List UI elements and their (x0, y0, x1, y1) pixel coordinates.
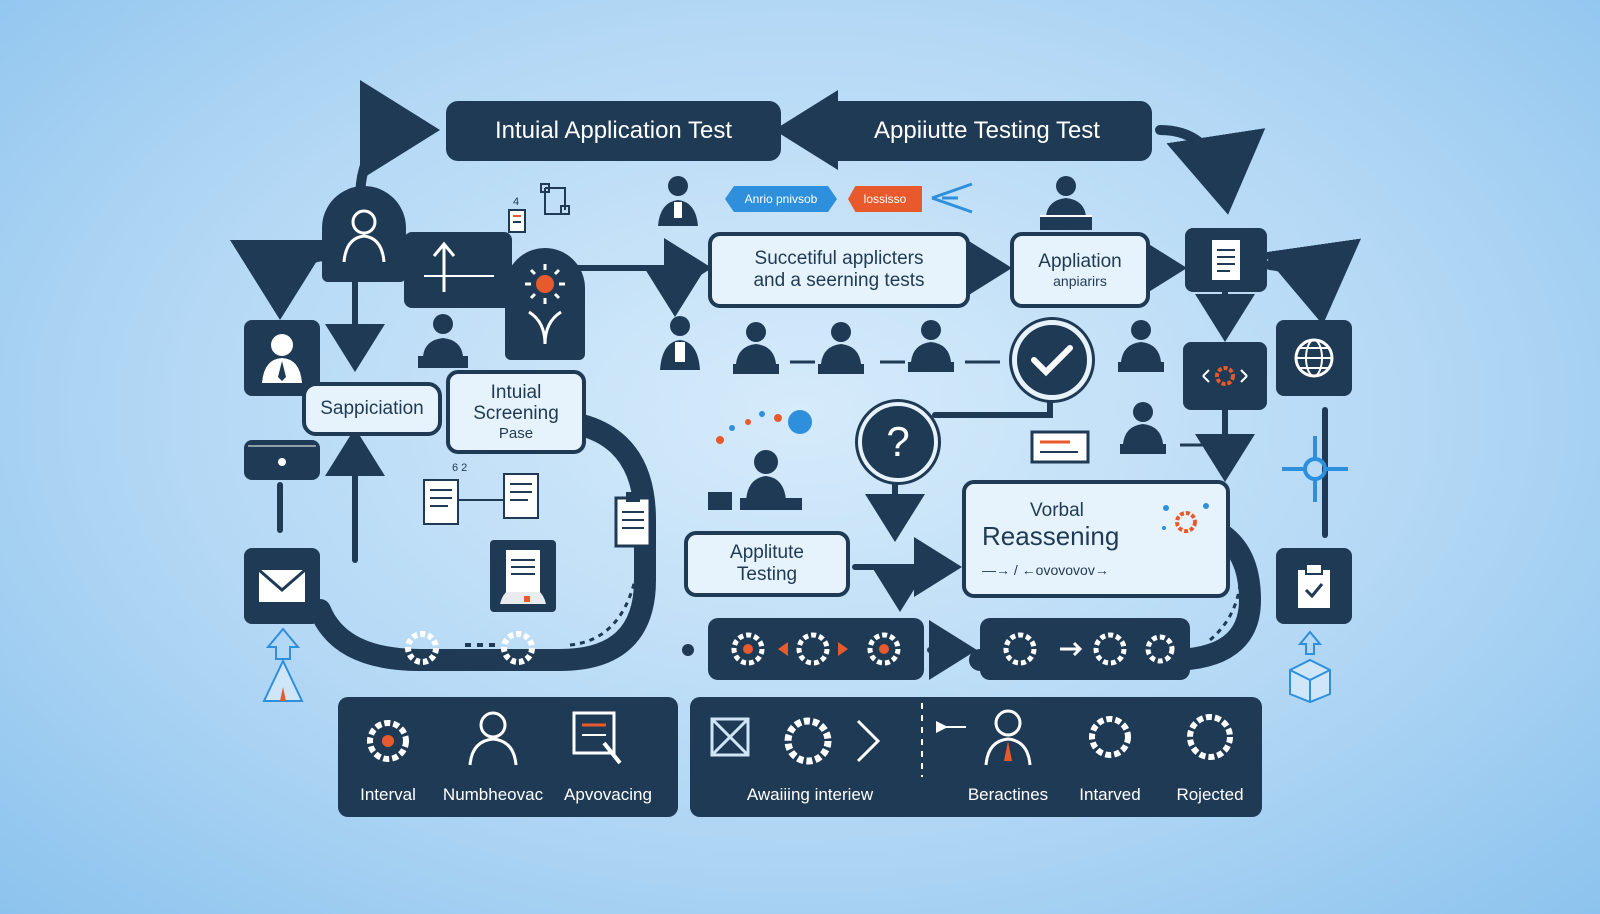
check-icon (1031, 345, 1073, 377)
bottom-right-panel: Awaiiing interiew Beractines Intarved Ro… (690, 697, 1262, 817)
person-icon (342, 209, 386, 263)
aptitude-line-2: Testing (736, 564, 798, 585)
application-line-1: Appliation (1038, 251, 1122, 273)
envelope-tile (244, 548, 320, 624)
person-icon (1118, 320, 1164, 372)
bottom-right-label-4: Rojected (1176, 785, 1244, 804)
gear-chain-right-panel (980, 618, 1190, 680)
application-box: Appliation anpiarirs (1010, 232, 1150, 308)
small-toggle-tile (244, 440, 320, 480)
person-icon (908, 320, 954, 372)
bottom-left-panel: Interval Numbheovac Apvovacing (338, 697, 678, 817)
bottom-left-label-1: Interval (360, 785, 416, 804)
document-tile (1185, 228, 1267, 292)
small-number-b: 6 2 (452, 462, 468, 474)
clipboard-icon (614, 492, 652, 548)
blue-tag-text: Anrio pnivsob (744, 192, 818, 206)
network-icon (1282, 436, 1348, 502)
aptitude-testing-box: Applitute Testing (684, 531, 850, 597)
screening-line-1: Intuial (490, 381, 542, 403)
person-icon (262, 334, 302, 383)
person-at-desk-icon (708, 410, 812, 510)
gear-icon (1162, 503, 1209, 533)
initial-screening-box: Intuial Screening Pase (446, 370, 586, 454)
dot-icon (248, 445, 316, 466)
person-arch (322, 186, 406, 282)
note-icon (1030, 430, 1090, 464)
send-arrow-icon (931, 182, 973, 214)
envelope-icon (258, 568, 306, 602)
person-icon (1040, 176, 1092, 230)
small-number-a: 4 (513, 196, 520, 208)
box-icon (1289, 630, 1331, 704)
aptitude-testing-test-box: Appiiutte Testing Test (822, 101, 1152, 161)
document-icon (1212, 240, 1240, 280)
bullet-dot (682, 644, 694, 656)
successful-applicants-box: Succetiful applicters and a seerning tes… (708, 232, 970, 308)
clipboard-tile (1276, 548, 1352, 624)
aptitude-testing-test-label: Appiiutte Testing Test (874, 117, 1100, 145)
upload-arrow-icon (424, 241, 494, 292)
verbal-line-1: Vorbal (1030, 500, 1084, 522)
screening-line-2: Screening (473, 403, 559, 425)
person-icon (733, 322, 779, 374)
gear-chain-icon (731, 632, 901, 666)
person-icon (818, 322, 864, 374)
person-icon (418, 314, 468, 368)
successful-line-1: Succetiful applicters (754, 248, 924, 270)
document-icon (423, 473, 539, 525)
orange-tag-text: lossisso (863, 192, 907, 206)
blue-tag: Anrio pnivsob (725, 186, 837, 212)
screening-line-3: Pase (498, 425, 534, 443)
reader-panel (490, 540, 556, 612)
verbal-sub: —→ / ←ovovovov→ (982, 561, 1109, 578)
sun-gear-icon (525, 264, 565, 345)
initial-application-test-label: Intuial Application Test (494, 117, 733, 145)
question-icon: ? (886, 418, 910, 465)
orange-tag: lossisso (848, 186, 922, 212)
check-circle (1012, 320, 1092, 400)
gear-chain-right-icon (1003, 632, 1175, 666)
verbal-reasoning-box: Vorbal Reassening —→ / ←ovovovov→ (962, 480, 1230, 598)
initial-application-test-box: Intuial Application Test (446, 101, 781, 161)
bottom-right-label-3: Intarved (1079, 785, 1141, 804)
bottom-right-label-2: Beractines (967, 785, 1049, 804)
globe-tile (1276, 320, 1352, 396)
document-reader-icon (500, 550, 546, 604)
gear-tile (1183, 342, 1267, 410)
upload-panel (404, 232, 512, 308)
bottom-left-icons (367, 711, 622, 766)
person-icon (658, 176, 698, 226)
gear-chain-left (405, 631, 535, 665)
bottom-right-icons (710, 703, 1233, 777)
sappiciation-label: Sappiciation (320, 398, 424, 420)
sappiciation-box: Sappiciation (302, 382, 442, 436)
gear-chain-panel (708, 618, 924, 680)
flow-chart-icon (508, 183, 570, 233)
tent-icon (262, 627, 304, 702)
globe-icon (1294, 338, 1334, 378)
aptitude-line-1: Applitute (730, 542, 804, 564)
gear-icon (1202, 366, 1248, 386)
bottom-left-label-3: Apvovacing (564, 785, 652, 804)
gear-arch (505, 248, 585, 360)
person-icon (1120, 402, 1166, 454)
bottom-right-label-1: Awaiiing interiew (746, 785, 874, 804)
bottom-left-label-2: Numbheovac (442, 785, 544, 804)
successful-line-2: and a seerning tests (753, 270, 925, 291)
person-icon (660, 316, 700, 370)
verbal-line-2: Reassening (982, 520, 1120, 551)
question-circle: ? (858, 402, 938, 482)
clipboard-icon (1298, 563, 1330, 608)
application-line-2: anpiarirs (1053, 272, 1107, 289)
